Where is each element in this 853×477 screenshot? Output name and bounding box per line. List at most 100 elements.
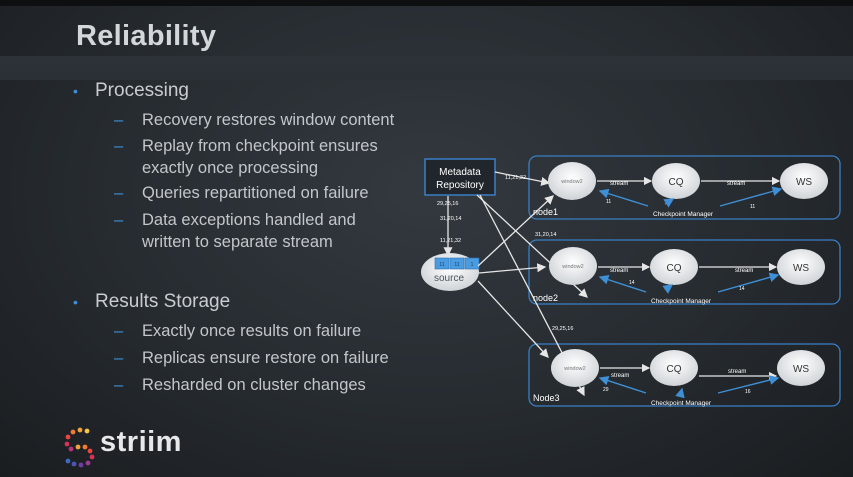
edge-source-node3 (477, 280, 549, 358)
cq-node (650, 249, 698, 285)
node-label: Node3 (533, 393, 560, 403)
checkpoint-value: 11 (750, 204, 755, 210)
title-underbar (0, 56, 853, 80)
list-item-text: Exactly once results on failure (142, 322, 362, 340)
checkpoint-edge (675, 387, 685, 399)
list-item-text: Replay from checkpoint ensures (142, 137, 378, 155)
source-label: source (434, 273, 464, 284)
window-label: window2 (561, 264, 583, 270)
window-label: window2 (563, 366, 585, 372)
node3-group: window2 CQ WS stream stream Checkpoint M… (533, 349, 825, 407)
checkpoint-value: 16 (745, 389, 751, 395)
ws-label: WS (793, 364, 809, 375)
node-label: node2 (533, 293, 558, 303)
stream-label: stream (611, 373, 629, 379)
list-item-text: Resharded on cluster changes (142, 376, 366, 394)
bullet-dot-icon: • (73, 83, 78, 99)
checkpoint-edge (717, 375, 780, 394)
node2-group: window2 CQ WS stream stream Checkpoint M… (533, 247, 825, 305)
window-label: window2 (560, 179, 582, 185)
checkpoint-value: 11 (606, 199, 611, 205)
source-cell (449, 257, 465, 270)
checkpoint-edge (598, 375, 647, 394)
ws-node (777, 249, 825, 285)
checkpoint-edge (598, 274, 647, 293)
source-cell-label: 1 (471, 262, 474, 268)
node-label: node1 (533, 207, 558, 217)
checkpoint-label: Checkpoint Manager (651, 400, 712, 407)
list-item-text: written to separate stream (142, 233, 333, 251)
stream-label: stream (735, 268, 753, 274)
node1-group: window2 CQ WS stream stream Checkpoint M… (533, 162, 828, 218)
node3-box (528, 343, 841, 407)
edge-label: 31,20,14 (440, 216, 461, 222)
list-item: –Data exceptions handled and (114, 209, 356, 231)
cq-node (650, 350, 698, 386)
cq-node (652, 163, 700, 199)
section-heading-text: Results Storage (95, 291, 231, 312)
striim-logo-icon (64, 427, 95, 468)
checkpoint-edge (717, 272, 780, 293)
list-item-text: Recovery restores window content (142, 111, 395, 129)
checkpoint-value: 14 (629, 280, 635, 286)
window-node (551, 349, 599, 387)
checkpoint-label: Checkpoint Manager (651, 298, 712, 305)
list-item: –Replicas ensure restore on failure (114, 347, 389, 369)
metadata-label: Metadata (439, 167, 481, 178)
cq-label: CQ (669, 177, 684, 188)
stream-label: stream (610, 268, 628, 274)
source-cell (464, 257, 480, 270)
edge-label: 11,21,32 (440, 238, 461, 244)
striim-logo-text: striim (100, 426, 182, 458)
ws-label: WS (793, 263, 809, 274)
section-heading-processing: • Processing (73, 80, 189, 102)
window-node (548, 162, 596, 200)
list-item-text: exactly once processing (142, 159, 319, 177)
ws-node (780, 163, 828, 199)
list-item-continuation: exactly once processing (142, 157, 318, 179)
node1-box (528, 155, 841, 220)
checkpoint-edge (719, 186, 783, 207)
list-item: –Recovery restores window content (114, 109, 395, 131)
stream-label: stream (728, 369, 746, 375)
source-cell (434, 257, 450, 270)
list-item-continuation: written to separate stream (142, 231, 333, 253)
dash-icon: – (114, 376, 124, 394)
window-node (549, 247, 597, 285)
checkpoint-edge (598, 188, 649, 207)
edge-label: 29,25,16 (437, 201, 458, 207)
dash-icon: – (114, 322, 124, 340)
list-item: –Resharded on cluster changes (114, 374, 366, 396)
edge-meta-node1 (494, 171, 551, 186)
section-heading-results-storage: • Results Storage (73, 291, 231, 313)
dash-icon: – (114, 211, 124, 229)
bullet-dot-icon: • (73, 294, 78, 310)
node2-box (528, 239, 841, 305)
edge-label: 31,20,14 (535, 232, 556, 238)
list-item: –Queries repartitioned on failure (114, 182, 369, 204)
edge-source-node2 (478, 263, 547, 274)
source-cell-label: 11 (454, 262, 459, 268)
edge-label: 11,21,32 (505, 175, 526, 181)
list-item: –Replay from checkpoint ensures (114, 135, 378, 157)
edge-label: 29,25,16 (552, 326, 573, 332)
list-item: –Exactly once results on failure (114, 320, 362, 342)
cq-label: CQ (667, 364, 682, 375)
metadata-repository-box (424, 158, 496, 196)
top-bar (0, 0, 853, 6)
stream-label: stream (610, 181, 628, 187)
ws-label: WS (796, 177, 812, 188)
section-heading-text: Processing (95, 80, 189, 101)
repository-label: Repository (436, 180, 484, 191)
list-item-text: Replicas ensure restore on failure (142, 349, 389, 367)
checkpoint-label: Checkpoint Manager (653, 211, 714, 218)
edge-source-node1 (477, 195, 554, 267)
list-item-text: Queries repartitioned on failure (142, 184, 369, 202)
stream-label: stream (727, 181, 745, 187)
list-item-text: Data exceptions handled and (142, 211, 356, 229)
cq-label: CQ (667, 263, 682, 274)
checkpoint-edge (662, 284, 674, 294)
ws-node (777, 350, 825, 386)
